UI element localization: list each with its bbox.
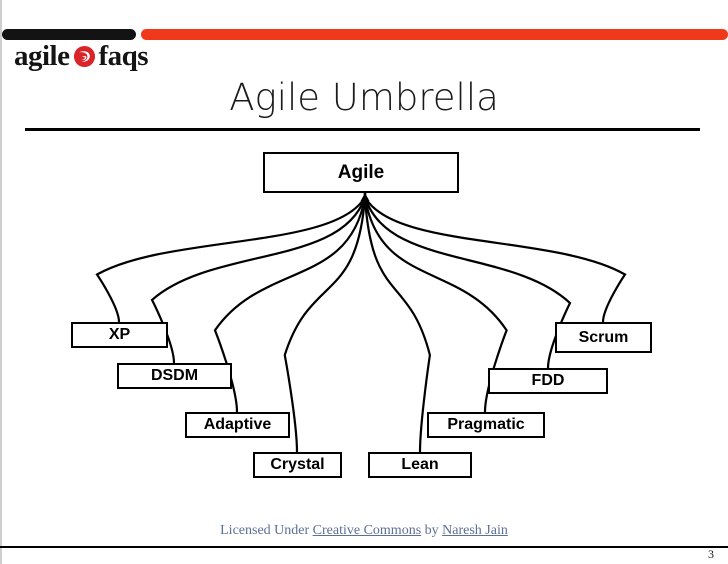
author-link[interactable]: Naresh Jain — [442, 523, 508, 538]
agilefaqs-logo: agile faqs — [14, 40, 149, 72]
page-number: 3 — [708, 547, 714, 561]
license-prefix: Licensed Under — [220, 523, 313, 538]
node-label: XP — [108, 326, 131, 343]
node-label: DSDM — [150, 367, 199, 384]
license-middle: by — [421, 523, 443, 538]
agilefaqs-red-circle-mark-icon — [73, 45, 96, 68]
node-label: Lean — [401, 456, 439, 473]
umbrella-rib-fdd — [363, 195, 572, 370]
umbrella-node-fdd[interactable]: FDD — [488, 368, 608, 394]
node-label: Agile — [337, 161, 385, 183]
umbrella-node-adaptive[interactable]: Adaptive — [185, 412, 290, 438]
umbrella-rib-scrum — [363, 195, 627, 324]
umbrella-node-crystal[interactable]: Crystal — [253, 452, 342, 478]
slide-left-edge — [0, 0, 2, 564]
header-bar-black — [2, 29, 136, 40]
umbrella-node-lean[interactable]: Lean — [368, 452, 472, 478]
umbrella-rib-lean — [363, 195, 432, 454]
node-label: FDD — [531, 372, 565, 389]
umbrella-root-agile[interactable]: Agile — [263, 152, 459, 193]
umbrella-rib-crystal — [283, 195, 367, 454]
creative-commons-link[interactable]: Creative Commons — [312, 523, 422, 538]
node-label: Adaptive — [203, 416, 272, 433]
footer-divider — [0, 546, 728, 548]
apex-arrow-head — [360, 193, 370, 201]
node-label: Scrum — [578, 328, 629, 346]
umbrella-node-scrum[interactable]: Scrum — [555, 322, 652, 353]
header-bar-red — [141, 29, 728, 40]
umbrella-node-xp[interactable]: XP — [71, 322, 168, 348]
umbrella-node-pragmatic[interactable]: Pragmatic — [427, 412, 545, 438]
page-title: Agile Umbrella — [229, 76, 499, 119]
logo-word-left: agile — [14, 40, 70, 72]
title-divider — [25, 128, 700, 131]
apex-arrow-icon — [360, 193, 370, 201]
license-credit: Licensed Under Creative Commons by Nares… — [0, 523, 728, 539]
node-label: Pragmatic — [447, 416, 525, 433]
umbrella-rib-xp — [95, 195, 367, 324]
umbrella-node-dsdm[interactable]: DSDM — [117, 363, 232, 389]
logo-word-right: faqs — [98, 40, 149, 72]
node-label: Crystal — [270, 456, 325, 473]
